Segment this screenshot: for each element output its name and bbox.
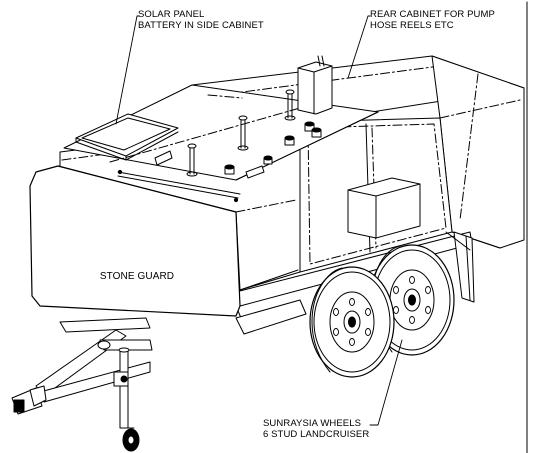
wheels-label: SUNRAYSIA WHEELS 6 STUD LANDCRUISER <box>263 418 370 440</box>
stone-guard-label: STONE GUARD <box>99 271 175 282</box>
solar-panel-label-line2: BATTERY IN SIDE CABINET <box>138 19 264 31</box>
deck-fittings <box>154 89 322 179</box>
rear-cabinet-label: REAR CABINET FOR PUMP HOSE REELS ETC <box>370 9 495 31</box>
solar-panel-label: SOLAR PANEL BATTERY IN SIDE CABINET <box>138 9 264 31</box>
wheels-label-line2: 6 STUD LANDCRUISER <box>263 428 370 440</box>
filler-caps <box>224 121 322 175</box>
solar-panel <box>75 113 179 161</box>
solar-panel-label-line1: SOLAR PANEL <box>138 9 205 20</box>
rear-cabinet-label-line1: REAR CABINET FOR PUMP <box>370 9 495 20</box>
jockey-wheel <box>113 347 140 452</box>
stone-guard <box>29 165 241 317</box>
wheels-label-line1: SUNRAYSIA WHEELS <box>263 418 362 429</box>
front-wheel <box>309 266 395 378</box>
pump-housing <box>297 55 333 115</box>
side-cabinet <box>299 117 453 273</box>
leader-lines <box>115 15 403 426</box>
rear-cabinet-label-line2: HOSE REELS ETC <box>370 19 454 31</box>
drawbar <box>11 317 153 415</box>
